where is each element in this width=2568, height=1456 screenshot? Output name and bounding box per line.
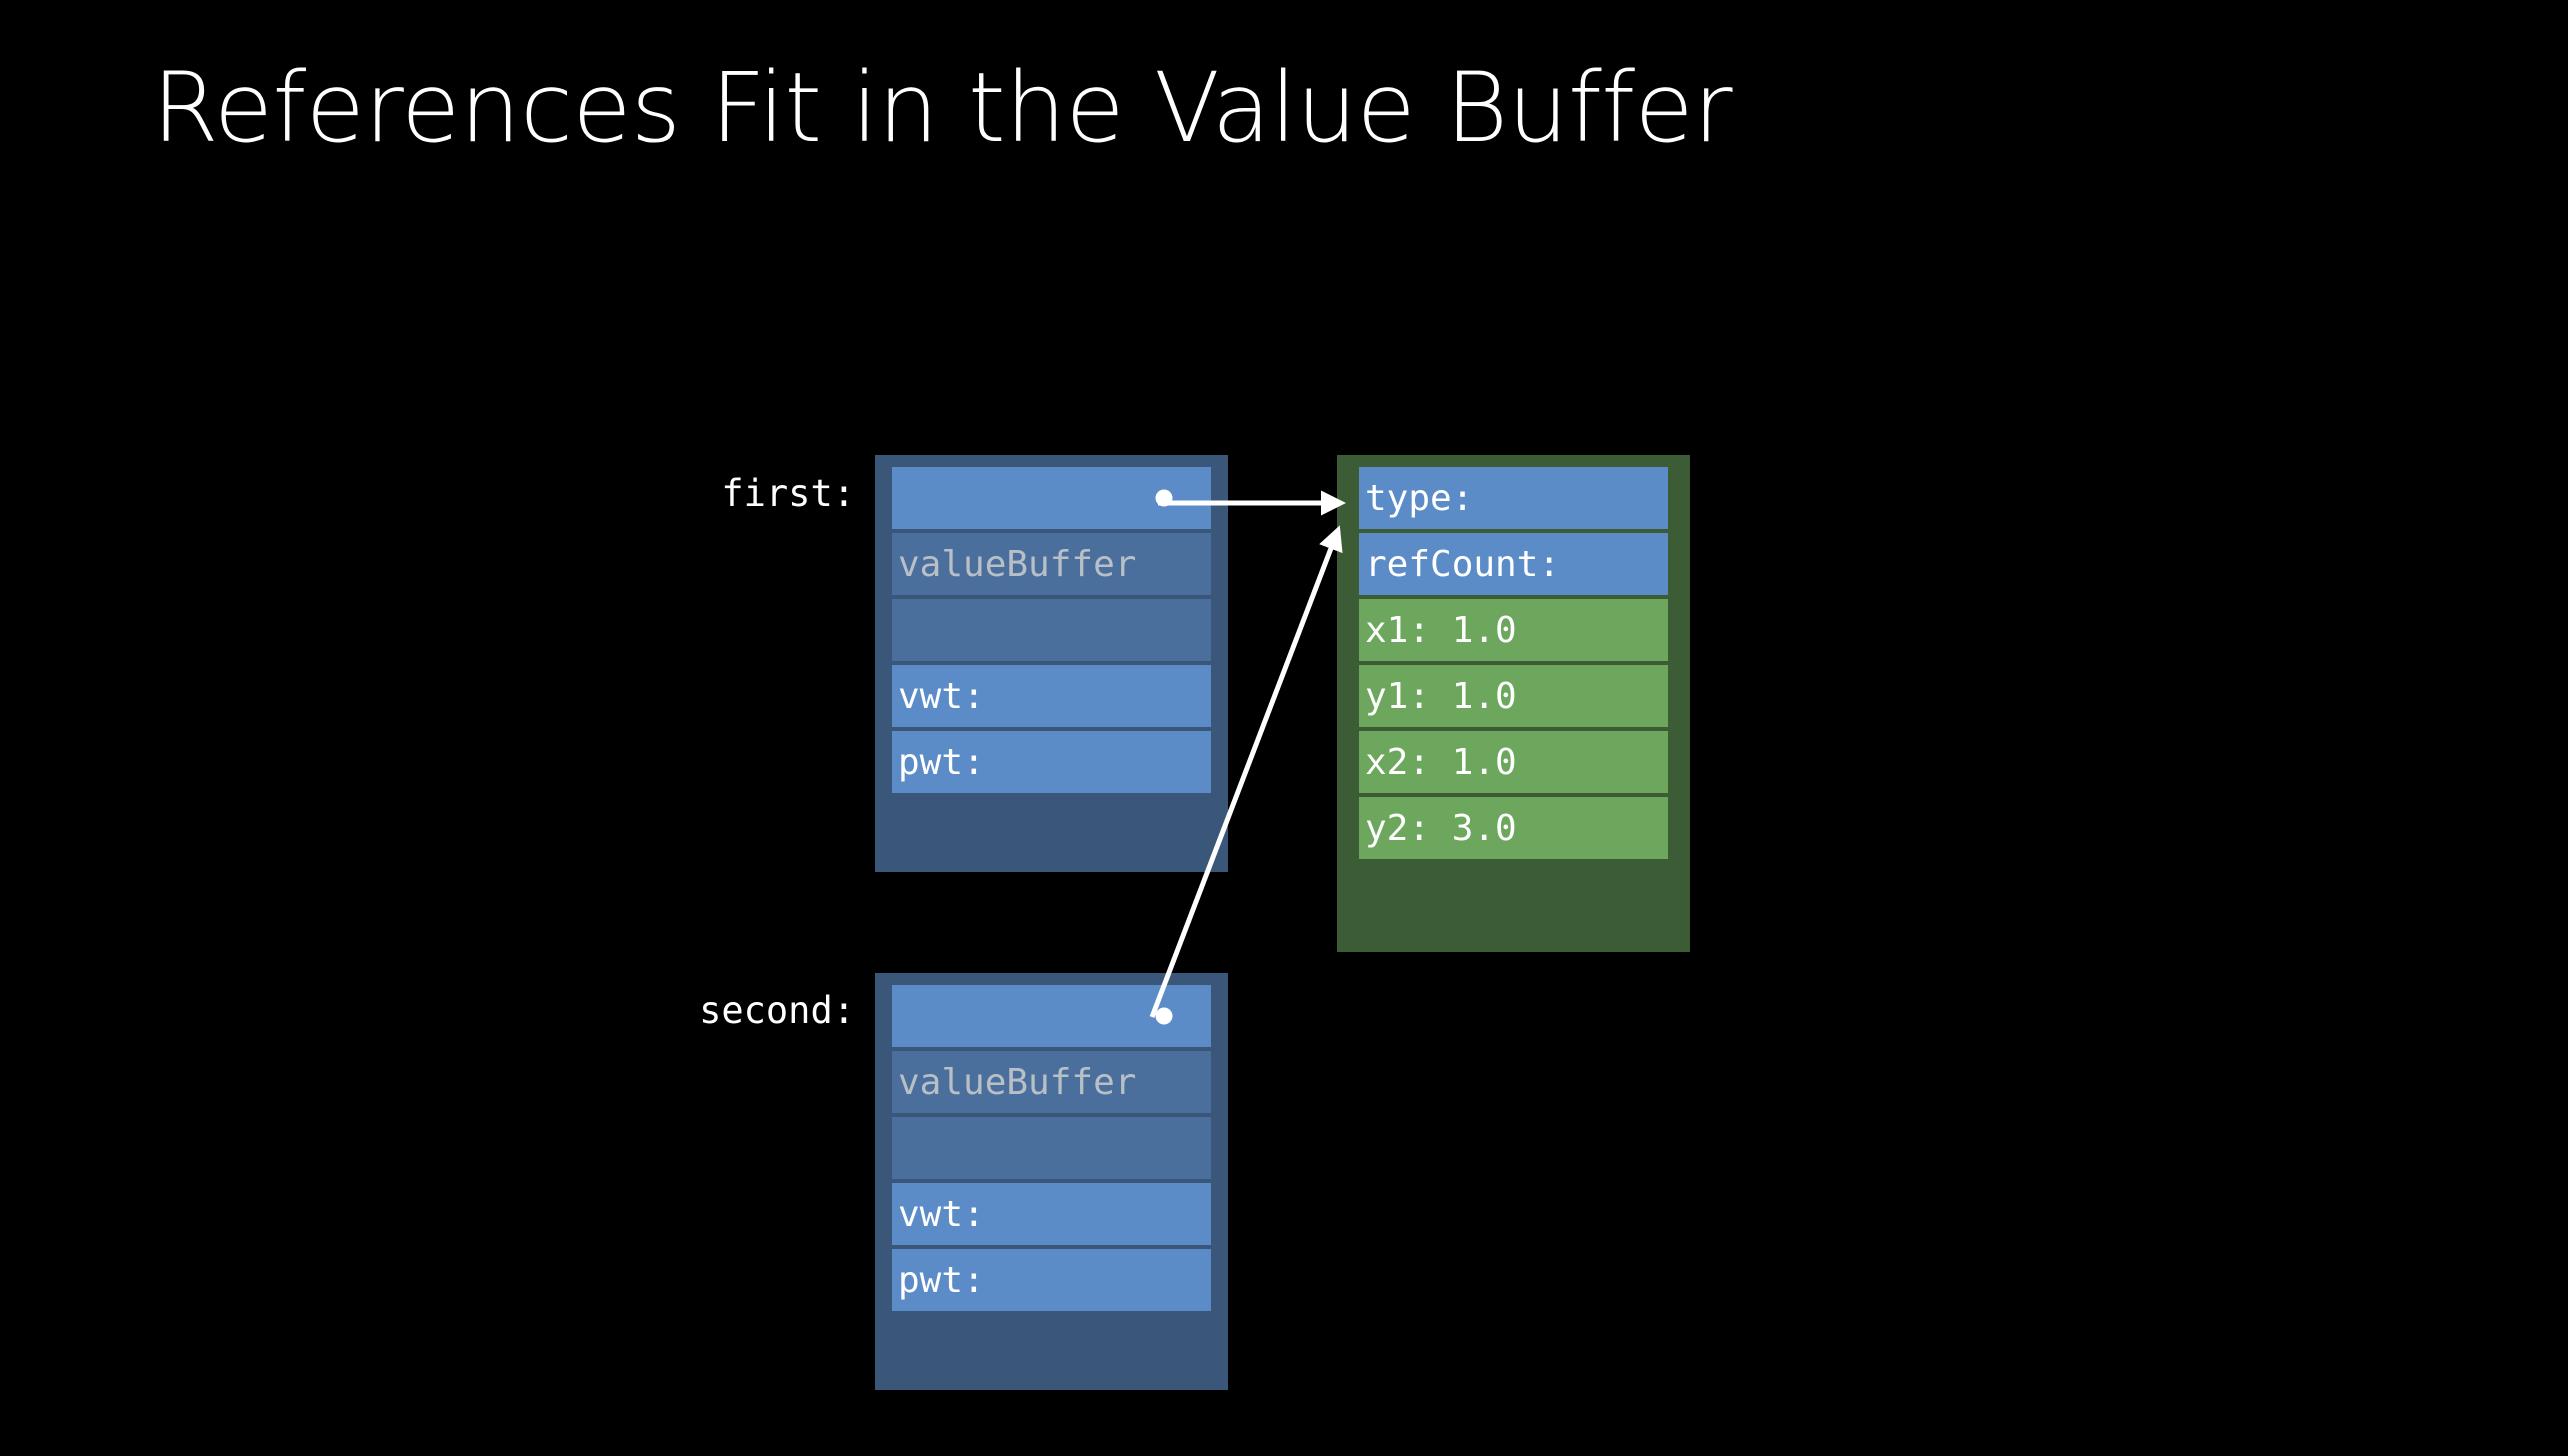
struct-row-reference: [892, 467, 1211, 529]
object-row-refcount: refCount:: [1359, 533, 1668, 595]
reference-anchor-dot: [1155, 489, 1173, 507]
variable-label-first: first:: [721, 472, 855, 515]
struct-row-value-buffer-2: [892, 599, 1211, 661]
reference-anchor-dot: [1155, 1007, 1173, 1025]
struct-row-value-buffer-1: valueBuffer: [892, 533, 1211, 595]
struct-row-vwt: vwt:: [892, 1183, 1211, 1245]
variable-label-second: second:: [699, 989, 855, 1032]
object-row-x1: x1: 1.0: [1359, 599, 1668, 661]
struct-row-pwt: pwt:: [892, 1249, 1211, 1311]
struct-box-first: valueBuffer vwt: pwt:: [875, 455, 1228, 872]
struct-box-second: valueBuffer vwt: pwt:: [875, 973, 1228, 1390]
struct-row-value-buffer-1: valueBuffer: [892, 1051, 1211, 1113]
page-title: References Fit in the Value Buffer: [152, 52, 1733, 164]
struct-row-value-buffer-2: [892, 1117, 1211, 1179]
struct-row-reference: [892, 985, 1211, 1047]
object-row-y2: y2: 3.0: [1359, 797, 1668, 859]
heap-object-box: type: refCount: x1: 1.0 y1: 1.0 x2: 1.0 …: [1337, 455, 1690, 952]
struct-row-vwt: vwt:: [892, 665, 1211, 727]
struct-row-pwt: pwt:: [892, 731, 1211, 793]
object-row-y1: y1: 1.0: [1359, 665, 1668, 727]
object-row-x2: x2: 1.0: [1359, 731, 1668, 793]
object-row-type: type:: [1359, 467, 1668, 529]
